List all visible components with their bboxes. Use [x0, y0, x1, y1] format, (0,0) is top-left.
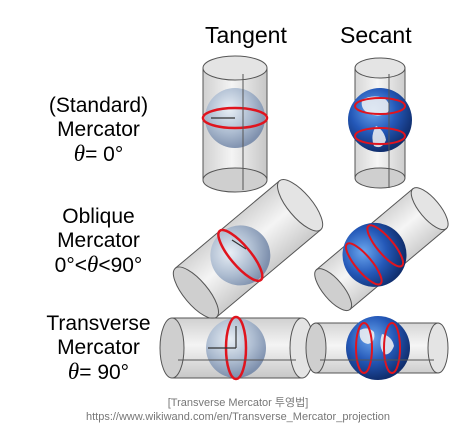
- transverse-tangent-figure: [159, 315, 315, 381]
- oblique-tangent-figure: [172, 179, 324, 319]
- standard-mercator-label: (Standard) Mercator θ= 0°: [48, 94, 149, 166]
- caption-source-link[interactable]: https://www.wikiwand.com/en/Transverse_M…: [85, 411, 391, 423]
- oblique-secant-figure: [314, 187, 449, 312]
- tangent-header: Tangent: [205, 22, 287, 48]
- transverse-secant-figure: [305, 316, 449, 380]
- transverse-mercator-label: Transverse Mercator θ= 90°: [46, 312, 151, 384]
- oblique-mercator-label: Oblique Mercator 0°<θ<90°: [54, 205, 143, 277]
- secant-header: Secant: [340, 22, 412, 48]
- standard-tangent-figure: [201, 55, 269, 193]
- caption-title: [Transverse Mercator 투영법]: [167, 397, 309, 409]
- standard-secant-figure: [348, 57, 412, 189]
